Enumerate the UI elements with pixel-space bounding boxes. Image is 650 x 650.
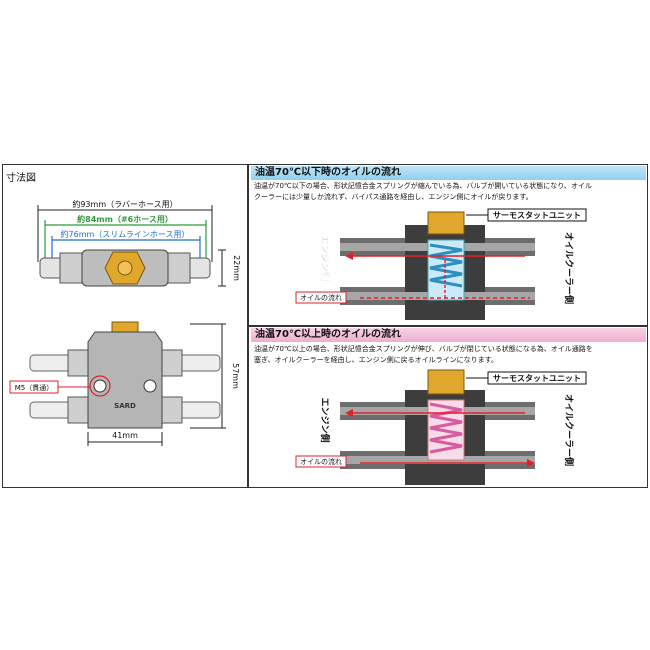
valve-body-bottom (340, 369, 535, 485)
dim-93-label: 約93mm（ラバーホース用） (72, 199, 177, 209)
valve-body-top (340, 211, 535, 320)
m5-label: M5（貫通） (15, 383, 54, 392)
flow-label-box-bottom (295, 455, 347, 468)
thermo-label-box-top (466, 208, 587, 222)
flow-arrows-bottom (345, 409, 535, 467)
thermo-label-bottom: サーモスタットユニット (493, 373, 581, 383)
top-view-fitting (39, 249, 211, 287)
dim-22-line (218, 249, 226, 287)
dim-84-label: 約84mm（#6ホース用） (77, 214, 173, 224)
dim-76-label: 約76mm（スリムラインホース用） (61, 229, 190, 239)
dim-41-line (87, 432, 163, 446)
description-above-70-line1: 油温が70℃以上の場合、形状記憶合金スプリングが伸び、バルブが閉じている状態にな… (254, 345, 593, 353)
section-title-below-70: 油温70℃以下時のオイルの流れ (251, 166, 646, 180)
dim-41-label: 41mm (112, 431, 138, 440)
engine-side-label-top: エンジン側 (319, 235, 331, 280)
thermo-label-top: サーモスタットユニット (493, 210, 581, 220)
horizontal-divider (249, 325, 647, 327)
dim-22-label: 22mm (232, 255, 241, 281)
dimension-title: 寸法図 (6, 173, 36, 184)
m5-label-box (9, 380, 90, 394)
dim-57-line (190, 323, 226, 429)
engine-side-label-bottom: エンジン側 (319, 397, 331, 442)
flow-label-top: オイルの流れ (300, 293, 342, 302)
flow-arrows-top (345, 252, 530, 299)
dim-57-label: 57mm (231, 363, 240, 389)
description-below-70-line2: クーラーには少量しか流れず、バイパス通路を経由し、エンジン側にオイルが戻ります。 (254, 193, 533, 201)
flow-label-bottom: オイルの流れ (300, 457, 342, 466)
cooler-side-label-bottom: オイルクーラー側 (563, 394, 575, 466)
flow-label-box-top (295, 291, 347, 304)
dim-93-line (37, 205, 213, 262)
description-above-70: 油温が70℃以上の場合、形状記憶合金スプリングが伸び、バルブが閉じている状態にな… (254, 344, 642, 366)
section-title-above-70: 油温70℃以上時のオイルの流れ (251, 328, 646, 342)
vertical-divider (247, 164, 249, 488)
front-view-fitting (29, 321, 221, 429)
description-above-70-line2: 塞ぎ、オイルクーラーを経由し、エンジン側に戻るオイルラインになります。 (254, 356, 498, 364)
description-below-70: 油温が70℃以下の場合、形状記憶合金スプリングが縮んでいる為、バルブが開いている… (254, 181, 642, 203)
cooler-side-label-top: オイルクーラー側 (563, 232, 575, 304)
thermo-label-box-bottom (466, 371, 587, 385)
brand-logo: SARD (114, 402, 136, 410)
dim-84-line (44, 220, 207, 262)
description-below-70-line1: 油温が70℃以下の場合、形状記憶合金スプリングが縮んでいる為、バルブが開いている… (254, 182, 592, 190)
